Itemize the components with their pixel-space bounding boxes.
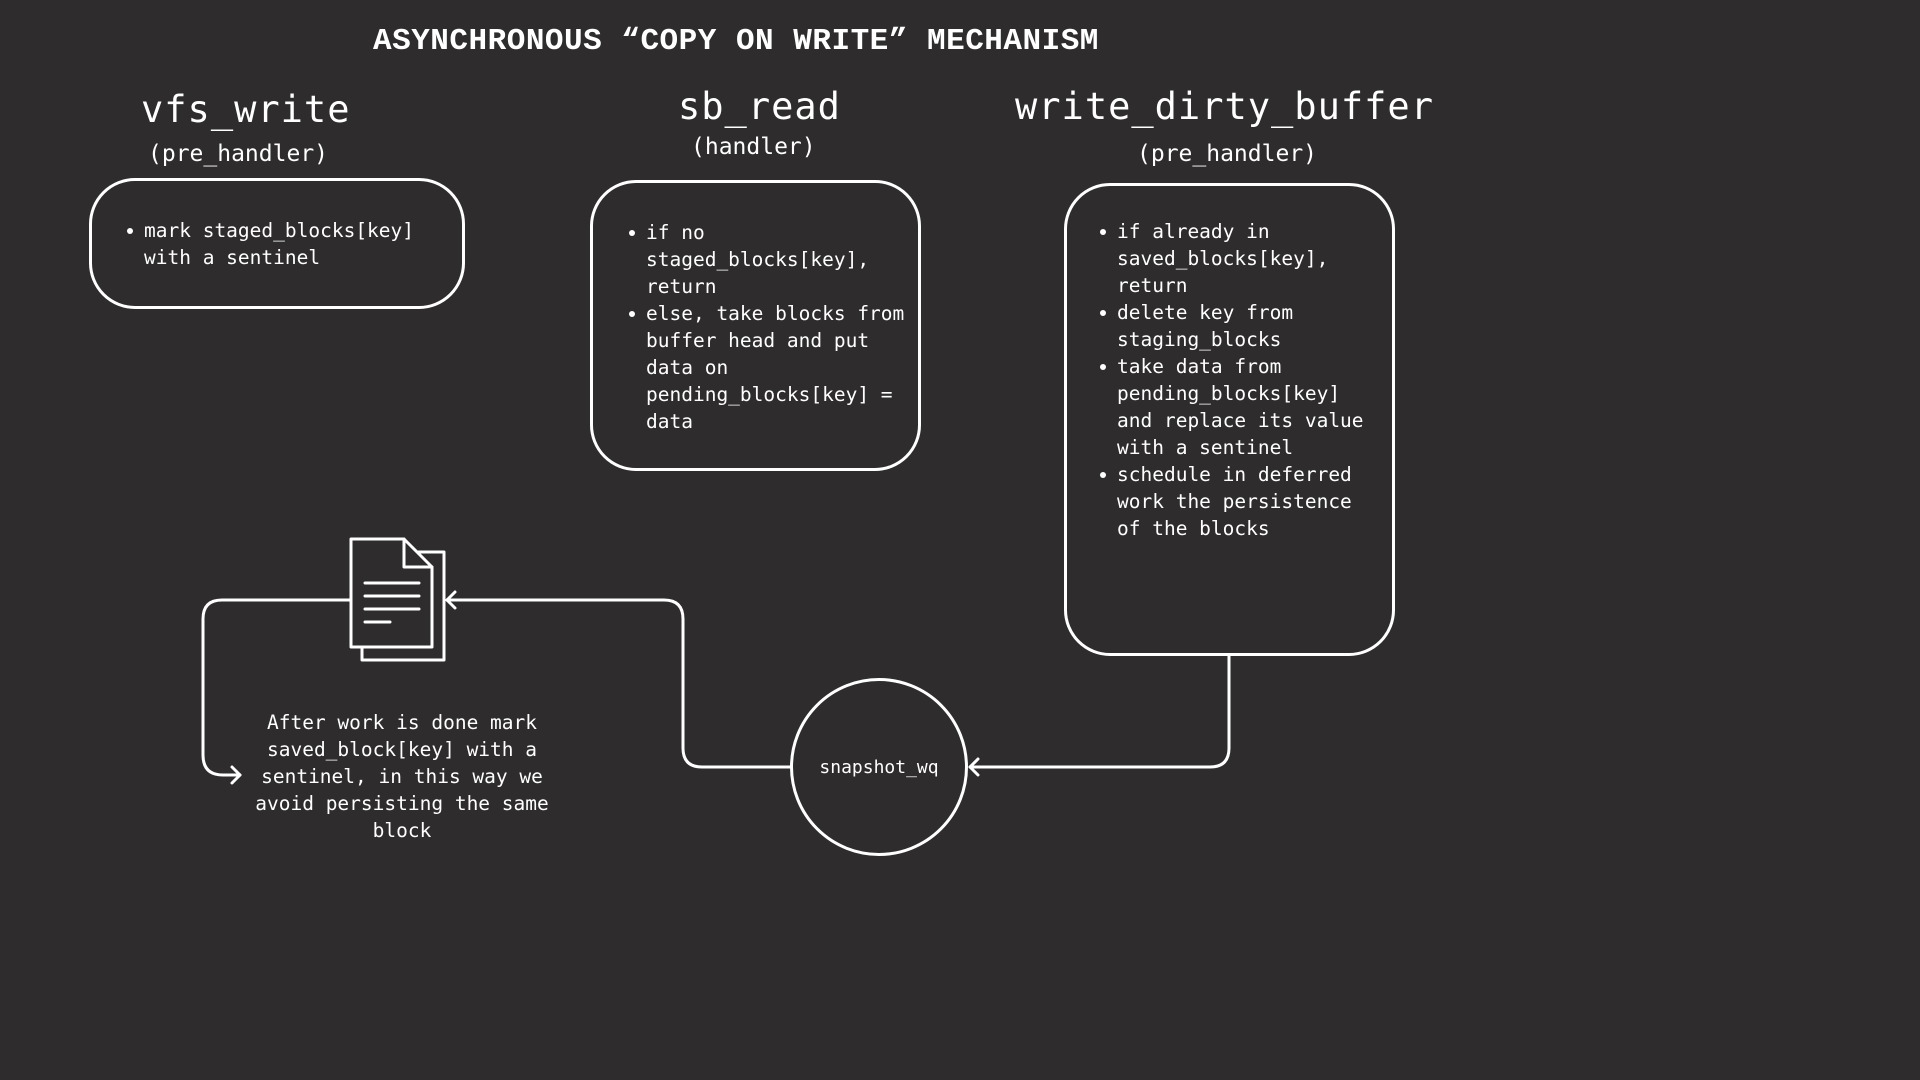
buffer-to-queue-arrowhead bbox=[968, 757, 980, 777]
queue-to-document-arrowhead bbox=[445, 590, 457, 610]
sb-read-heading: sb_read bbox=[678, 85, 841, 128]
write-dirty-buffer-box: if already in saved_blocks[key], return … bbox=[1064, 183, 1395, 656]
vfs-write-box: mark staged_blocks[key] with a sentinel bbox=[89, 178, 465, 309]
snapshot-wq-node: snapshot_wq bbox=[790, 678, 968, 856]
document-to-note-arrow bbox=[201, 598, 352, 777]
write-dirty-buffer-item: if already in saved_blocks[key], return bbox=[1100, 218, 1380, 299]
completion-note: After work is done mark saved_block[key]… bbox=[255, 711, 549, 842]
snapshot-wq-label: snapshot_wq bbox=[819, 756, 939, 778]
connector-lines bbox=[201, 537, 1231, 785]
write-dirty-buffer-heading: write_dirty_buffer bbox=[1015, 85, 1434, 128]
vfs-write-heading: vfs_write bbox=[141, 88, 351, 131]
document-to-note-arrowhead bbox=[230, 765, 242, 785]
write-dirty-buffer-subheading: (pre_handler) bbox=[1137, 141, 1318, 167]
vfs-write-item: mark staged_blocks[key] with a sentinel bbox=[127, 217, 442, 271]
write-dirty-buffer-item: schedule in deferred work the persistenc… bbox=[1100, 461, 1380, 542]
vfs-write-subheading: (pre_handler) bbox=[148, 141, 329, 167]
document-icon bbox=[349, 537, 446, 662]
queue-to-document-arrow bbox=[445, 598, 792, 769]
diagram-title: ASYNCHRONOUS “COPY ON WRITE” MECHANISM bbox=[373, 24, 1099, 59]
sb-read-box: if no staged_blocks[key], return else, t… bbox=[590, 180, 921, 471]
write-dirty-buffer-item: take data from pending_blocks[key] and r… bbox=[1100, 353, 1380, 461]
write-dirty-buffer-item: delete key from staging_blocks bbox=[1100, 299, 1380, 353]
sb-read-item: else, take blocks from buffer head and p… bbox=[629, 302, 905, 433]
buffer-to-queue-arrow bbox=[968, 654, 1231, 769]
sb-read-subheading: (handler) bbox=[691, 134, 816, 160]
sb-read-item: if no staged_blocks[key], return bbox=[629, 219, 906, 300]
